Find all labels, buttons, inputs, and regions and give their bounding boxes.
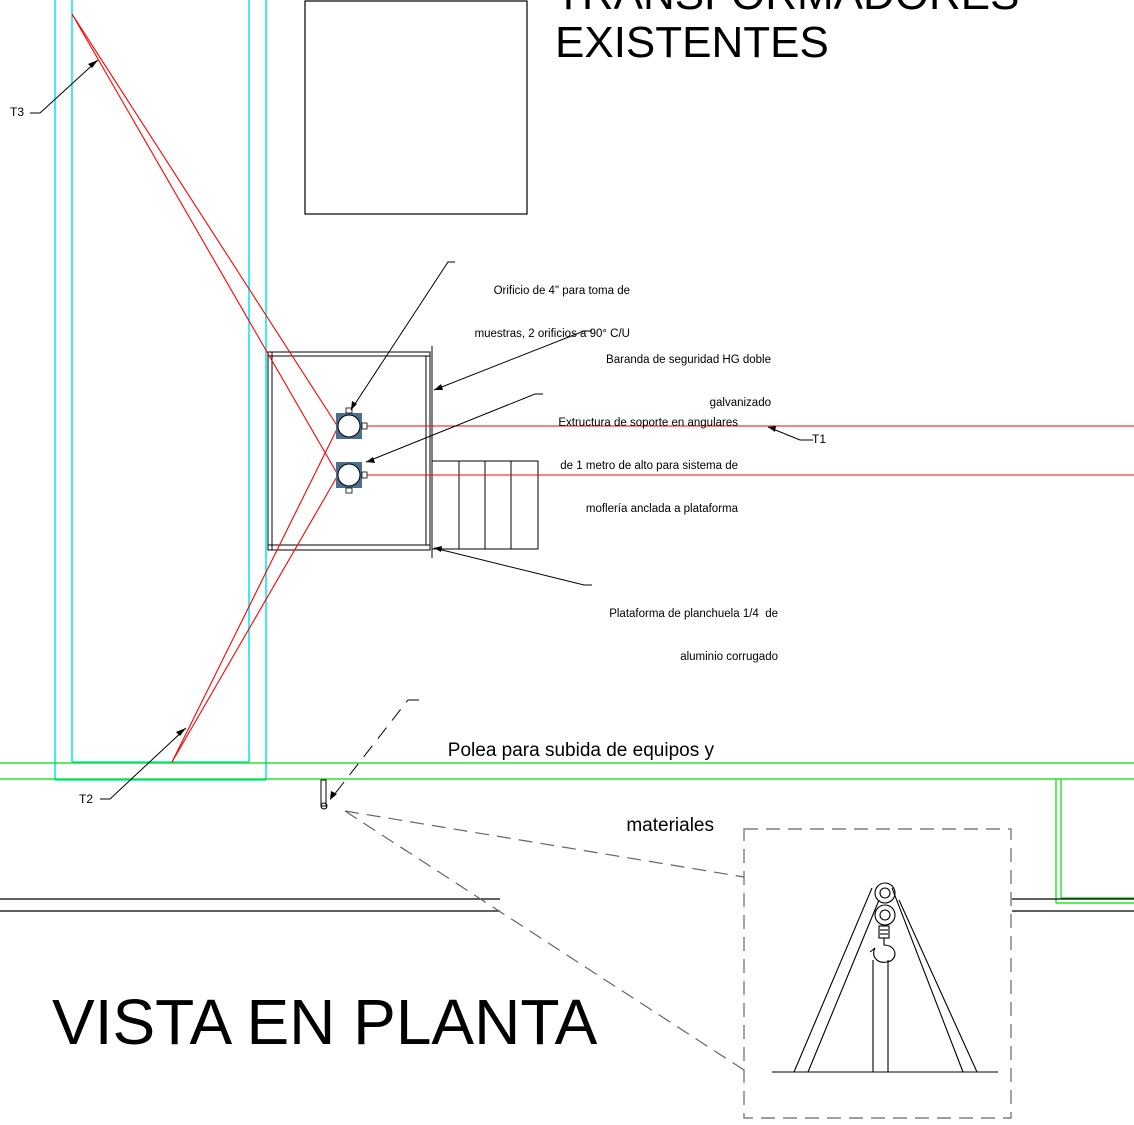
annotation-orificio-line1: Orificio de 4" para toma de (493, 284, 630, 297)
floor-lines (0, 898, 1134, 912)
annotation-polea: Polea para subida de equipos y materiale… (418, 688, 714, 863)
annotation-plataforma: Plataforma de planchuela 1/4 de aluminio… (590, 578, 778, 679)
platform (267, 346, 433, 558)
pulley-leader (329, 699, 419, 801)
label-t1: T1 (812, 432, 827, 446)
label-t2: T2 (79, 792, 94, 806)
annotation-plataforma-line2: aluminio corrugado (680, 650, 778, 663)
cable-lines (71, 13, 1134, 763)
title-existentes: EXISTENTES (555, 18, 829, 67)
annotation-baranda: Baranda de seguridad HG doble galvanizad… (590, 324, 771, 425)
annotation-estructura-line3: moflería anclada a plataforma (585, 503, 738, 515)
sampling-port-lower (336, 462, 368, 494)
annotation-polea-line1: Polea para subida de equipos y (447, 740, 714, 761)
view-title: VISTA EN PLANTA (52, 986, 598, 1058)
detail-frame (344, 810, 1012, 1119)
annotation-estructura-line1: Extructura de soporte en angulares (558, 416, 738, 429)
tower-outline (54, 0, 267, 781)
pulley-symbol (320, 779, 328, 810)
annotation-polea-line2: materiales (626, 815, 714, 836)
annotation-orificio: Orificio de 4" para toma de muestras, 2 … (440, 255, 630, 356)
title-cut-line: TRANSFORMADORES (555, 0, 1019, 20)
annotation-estructura-line2: de 1 metro de alto para sistema de (560, 459, 738, 472)
sampling-port-upper (336, 407, 368, 439)
annotation-estructura: Extructura de soporte en angulares de 1 … (530, 387, 738, 531)
leader-lines (30, 59, 813, 800)
label-t3: T3 (10, 105, 25, 119)
annotation-plataforma-line1: Plataforma de planchuela 1/4 de (609, 607, 778, 620)
annotation-orificio-line2: muestras, 2 orificios a 90° C/U (474, 327, 630, 340)
tripod-detail (772, 882, 998, 1073)
annotation-baranda-line1: Baranda de seguridad HG doble (606, 353, 771, 366)
leader-arrowheads (88, 60, 776, 800)
existing-transformer-box (304, 0, 528, 215)
wall-outline (0, 762, 1134, 904)
annotation-baranda-line2: galvanizado (709, 396, 771, 409)
stairs (431, 460, 539, 550)
